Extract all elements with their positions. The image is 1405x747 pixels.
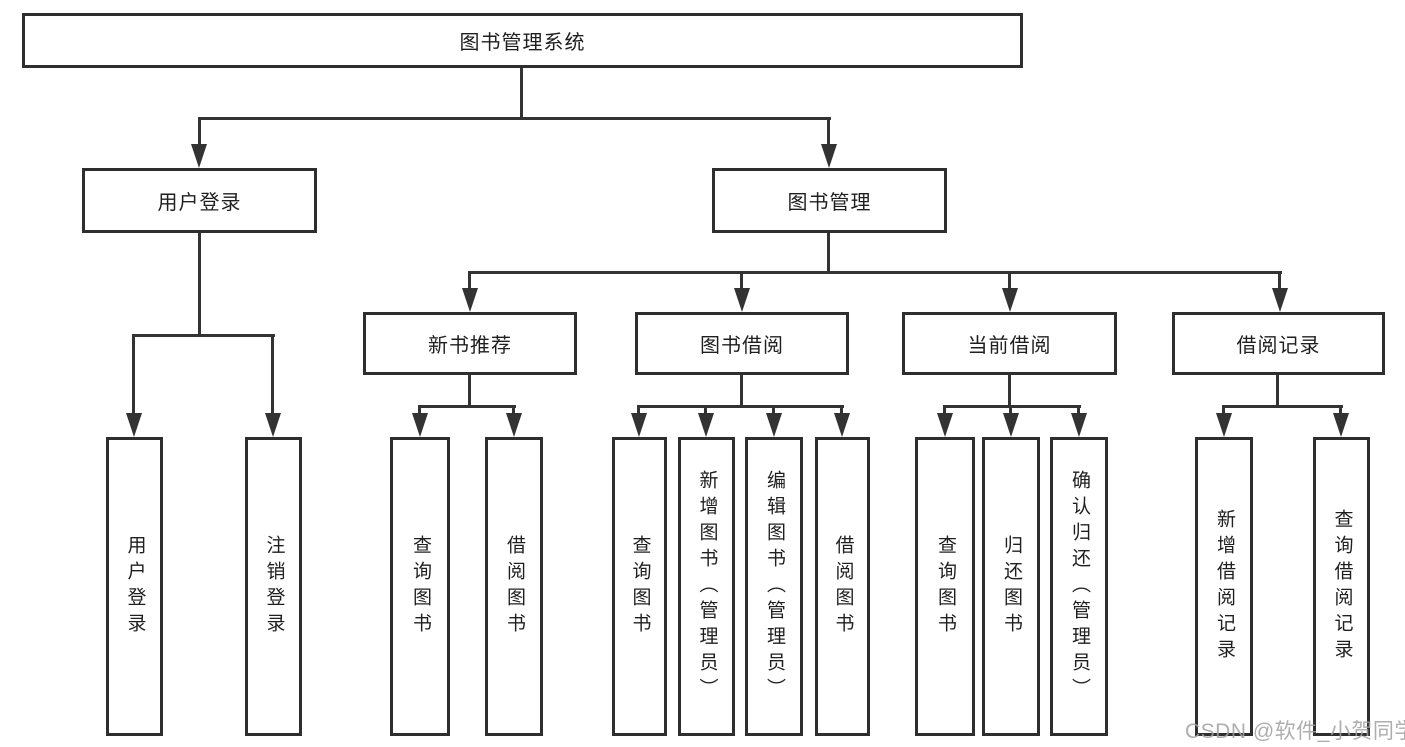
connector-drop-current bbox=[1008, 272, 1011, 290]
node-book-borrow: 图书借阅 bbox=[635, 312, 849, 375]
connector-current-rail bbox=[943, 405, 1081, 408]
arrow-borrow bbox=[734, 288, 750, 312]
leaf-recommend-query-books-label: 查询图书 bbox=[409, 534, 431, 639]
node-user-login: 用户登录 bbox=[82, 168, 317, 233]
arrow-book-management bbox=[821, 144, 837, 168]
connector-current-stem bbox=[1008, 375, 1011, 407]
leaf-recommend-borrow-books-label: 借阅图书 bbox=[503, 534, 525, 639]
leaf-user-login: 用户登录 bbox=[106, 437, 163, 736]
connector-drop-b1 bbox=[418, 406, 421, 416]
leaf-add-borrow-record-label: 新增借阅记录 bbox=[1213, 508, 1235, 665]
leaf-borrow-query-books-label: 查询图书 bbox=[629, 534, 651, 639]
leaf-confirm-return-admin-label: 确认归还（管理员） bbox=[1068, 469, 1090, 704]
node-root: 图书管理系统 bbox=[22, 13, 1023, 68]
leaf-current-query-books: 查询图书 bbox=[915, 437, 975, 736]
node-book-management-label: 图书管理 bbox=[787, 192, 872, 214]
connector-recommend-rail bbox=[418, 405, 516, 408]
arrow-e2 bbox=[1333, 413, 1349, 437]
connector-drop-leaf-user-login bbox=[132, 336, 135, 416]
node-current-borrow-label: 当前借阅 bbox=[967, 335, 1052, 357]
leaf-return-books-label: 归还图书 bbox=[1000, 534, 1022, 639]
connector-drop-e2 bbox=[1339, 406, 1342, 416]
arrow-recommend bbox=[462, 288, 478, 312]
leaf-return-books: 归还图书 bbox=[982, 437, 1040, 736]
leaf-edit-books-admin-label: 编辑图书（管理员） bbox=[763, 469, 785, 704]
leaf-borrow-books: 借阅图书 bbox=[815, 437, 870, 736]
connector-drop-c3 bbox=[772, 406, 775, 416]
node-book-management: 图书管理 bbox=[712, 168, 947, 233]
connector-drop-c2 bbox=[704, 406, 707, 416]
connector-login-rail bbox=[132, 334, 275, 337]
connector-drop-recommend bbox=[468, 272, 471, 290]
leaf-borrow-books-label: 借阅图书 bbox=[832, 534, 854, 639]
arrow-d2 bbox=[1003, 413, 1019, 437]
connector-records-stem bbox=[1276, 375, 1279, 407]
arrow-c3 bbox=[766, 413, 782, 437]
node-new-book-recommend: 新书推荐 bbox=[363, 312, 577, 375]
node-book-borrow-label: 图书借阅 bbox=[700, 335, 784, 357]
connector-drop-borrow bbox=[740, 272, 743, 290]
connector-drop-leaf-logout bbox=[271, 336, 274, 416]
connector-drop-b2 bbox=[512, 406, 515, 416]
node-current-borrow: 当前借阅 bbox=[902, 312, 1117, 375]
connector-drop-book-management bbox=[827, 118, 830, 146]
connector-drop-d1 bbox=[943, 406, 946, 416]
connector-drop-c4 bbox=[840, 406, 843, 416]
connector-drop-e1 bbox=[1222, 406, 1225, 416]
connector-drop-d3 bbox=[1077, 406, 1080, 416]
connector-level2-rail bbox=[198, 117, 831, 120]
node-borrow-records-label: 借阅记录 bbox=[1236, 335, 1321, 357]
leaf-logout-label: 注销登录 bbox=[263, 534, 285, 639]
leaf-add-books-admin-label: 新增图书（管理员） bbox=[696, 469, 718, 704]
connector-drop-user-login bbox=[198, 118, 201, 146]
connector-borrow-stem bbox=[740, 375, 743, 407]
connector-drop-d2 bbox=[1009, 406, 1012, 416]
leaf-current-query-books-label: 查询图书 bbox=[934, 534, 956, 639]
leaf-edit-books-admin: 编辑图书（管理员） bbox=[745, 437, 803, 736]
connector-records-rail bbox=[1222, 405, 1343, 408]
leaf-confirm-return-admin: 确认归还（管理员） bbox=[1050, 437, 1108, 736]
node-borrow-records: 借阅记录 bbox=[1172, 312, 1385, 375]
leaf-borrow-query-books: 查询图书 bbox=[612, 437, 667, 736]
connector-drop-c1 bbox=[637, 406, 640, 416]
node-root-label: 图书管理系统 bbox=[459, 32, 586, 54]
leaf-add-books-admin: 新增图书（管理员） bbox=[678, 437, 735, 736]
arrow-leaf-logout bbox=[265, 413, 281, 437]
arrow-b1 bbox=[412, 413, 428, 437]
arrow-records bbox=[1272, 288, 1288, 312]
leaf-user-login-label: 用户登录 bbox=[124, 534, 146, 639]
leaf-recommend-query-books: 查询图书 bbox=[390, 437, 450, 736]
arrow-leaf-user-login bbox=[126, 413, 142, 437]
arrow-e1 bbox=[1216, 413, 1232, 437]
arrow-d1 bbox=[937, 413, 953, 437]
node-new-book-recommend-label: 新书推荐 bbox=[428, 335, 512, 357]
leaf-add-borrow-record: 新增借阅记录 bbox=[1195, 437, 1253, 736]
connector-book-management-stem bbox=[827, 233, 830, 272]
connector-user-login-stem bbox=[198, 233, 201, 336]
arrow-b2 bbox=[506, 413, 522, 437]
node-user-login-label: 用户登录 bbox=[157, 192, 242, 214]
arrow-c4 bbox=[834, 413, 850, 437]
leaf-query-borrow-record: 查询借阅记录 bbox=[1313, 437, 1370, 736]
connector-recommend-stem bbox=[468, 375, 471, 407]
connector-root-stem bbox=[520, 68, 523, 118]
arrow-d3 bbox=[1071, 413, 1087, 437]
connector-borrow-rail bbox=[637, 405, 844, 408]
leaf-logout: 注销登录 bbox=[245, 437, 302, 736]
arrow-user-login bbox=[191, 144, 207, 168]
connector-level3-rail bbox=[468, 271, 1282, 274]
csdn-watermark: CSDN @软件_小贺同学 bbox=[1185, 720, 1405, 743]
arrow-c2 bbox=[698, 413, 714, 437]
connector-drop-records bbox=[1278, 272, 1281, 290]
leaf-query-borrow-record-label: 查询借阅记录 bbox=[1331, 508, 1353, 665]
arrow-c1 bbox=[631, 413, 647, 437]
leaf-recommend-borrow-books: 借阅图书 bbox=[485, 437, 543, 736]
arrow-current bbox=[1002, 288, 1018, 312]
